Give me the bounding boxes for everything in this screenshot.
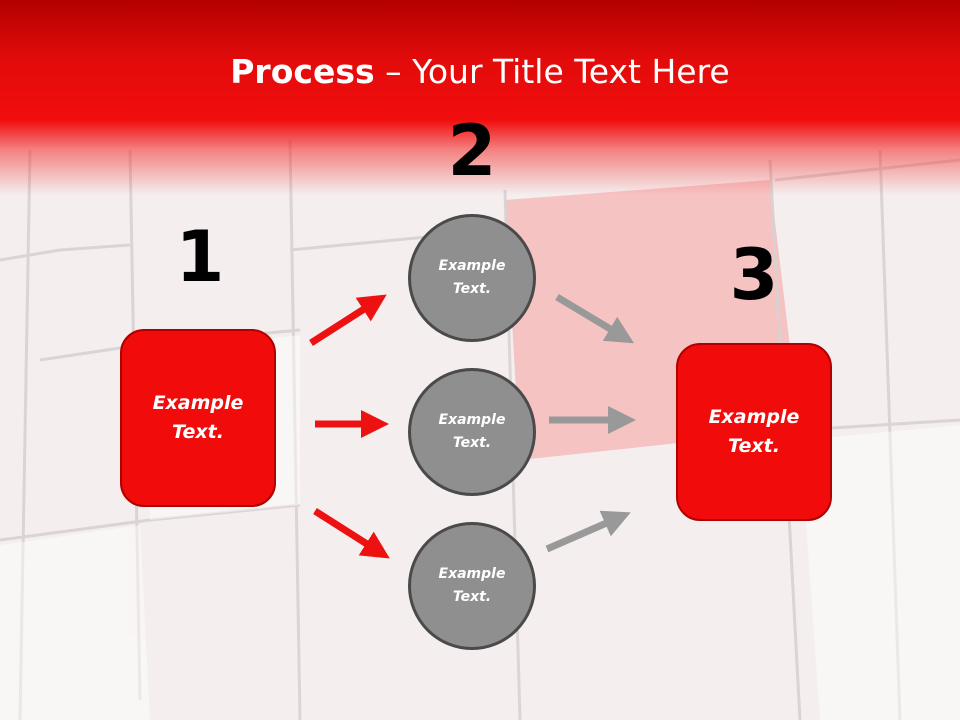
step1-box: Example Text. bbox=[120, 329, 276, 507]
step2-circle-top: Example Text. bbox=[408, 214, 536, 342]
step-number-1: 1 bbox=[175, 216, 225, 298]
gray-arrow-up bbox=[545, 510, 631, 553]
step3-box: Example Text. bbox=[676, 343, 832, 521]
step-number-3: 3 bbox=[729, 234, 779, 316]
step2-circle-bottom: Example Text. bbox=[408, 522, 536, 650]
red-arrow-up bbox=[309, 294, 387, 346]
step2-circle-bottom-text: Example Text. bbox=[438, 566, 506, 605]
header-band bbox=[0, 0, 960, 200]
title-bold: Process bbox=[230, 52, 375, 91]
step2-circle-middle-text: Example Text. bbox=[438, 412, 506, 451]
title-rest: – Your Title Text Here bbox=[374, 52, 730, 91]
step-number-2: 2 bbox=[447, 110, 497, 192]
step3-box-text: Example Text. bbox=[708, 406, 800, 457]
gray-arrow-down bbox=[555, 293, 635, 344]
step2-circle-middle: Example Text. bbox=[408, 368, 536, 496]
step1-box-text: Example Text. bbox=[152, 392, 244, 443]
step2-circle-top-text: Example Text. bbox=[438, 258, 506, 297]
red-arrow-down bbox=[313, 508, 390, 559]
slide-title: Process – Your Title Text Here bbox=[0, 52, 960, 91]
